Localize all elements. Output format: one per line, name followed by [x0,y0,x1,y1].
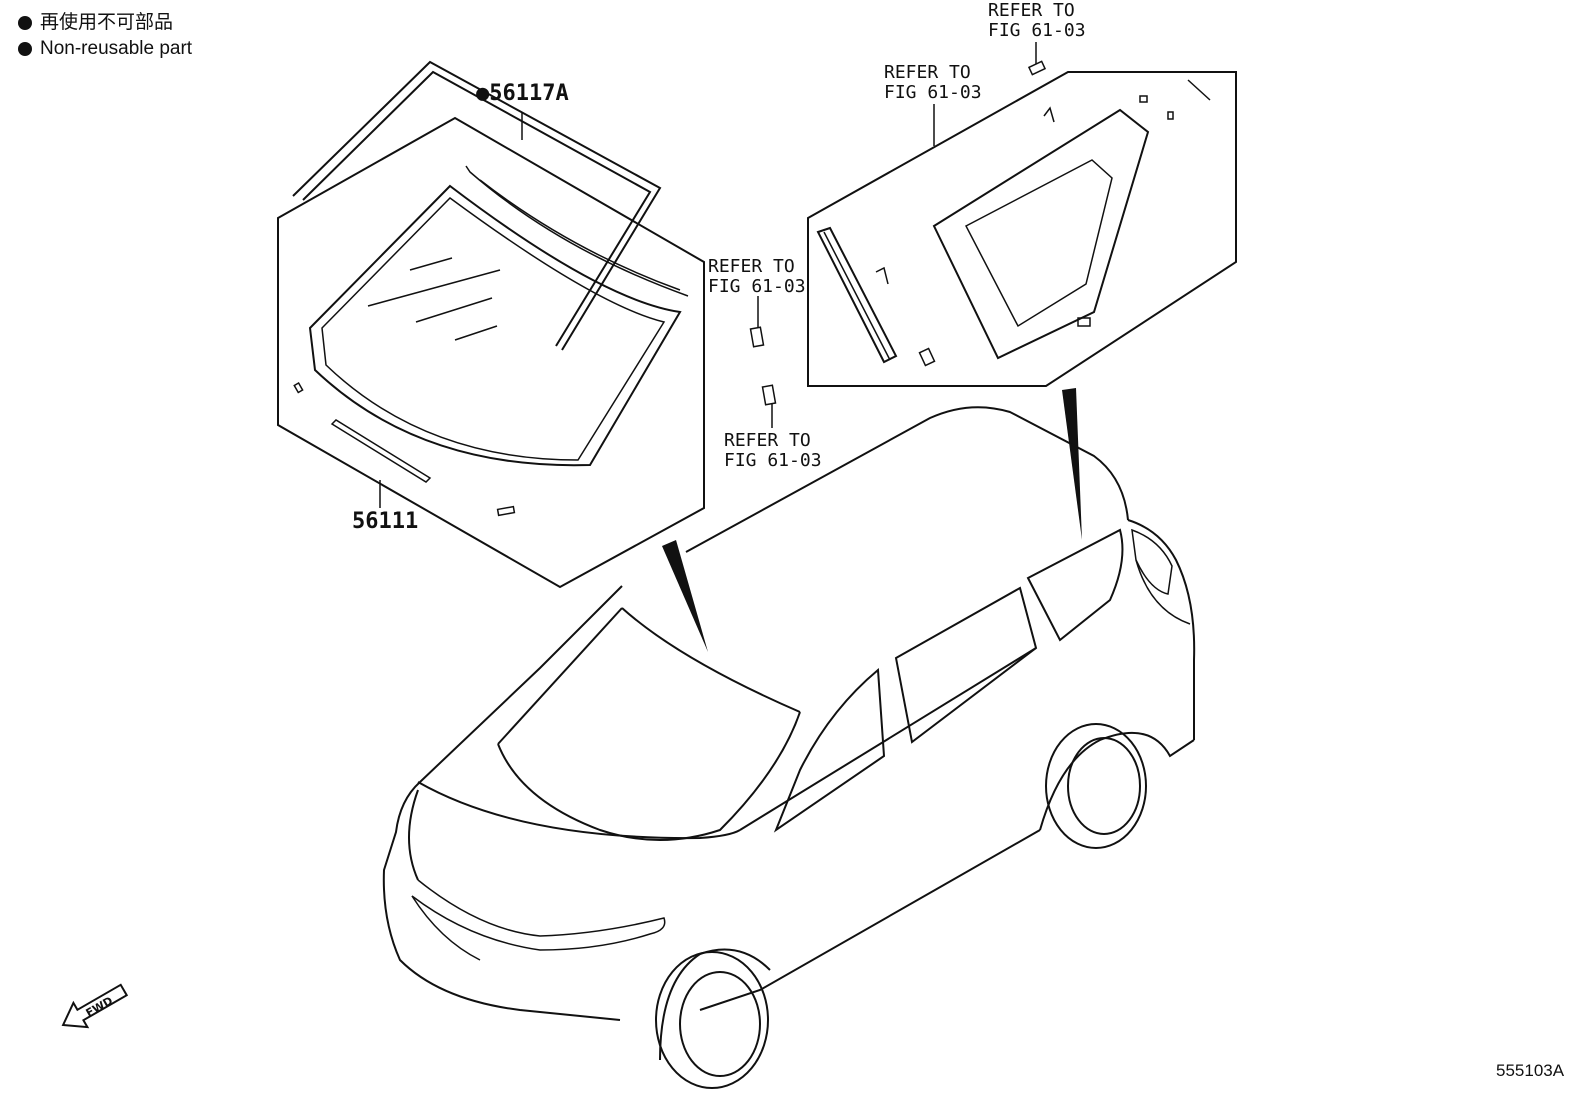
refer-top-line2: FIG 61-03 [988,20,1086,41]
legend-item-ja: 再使用不可部品 [18,10,192,36]
clip [1139,95,1148,103]
a-pillar-left [497,607,623,745]
clip [761,384,777,406]
clip [1077,317,1091,327]
reflection-line [409,257,453,271]
pointer-quarter [1062,388,1082,540]
pillar-trim-line [823,231,891,361]
rear-roof [1127,519,1196,740]
upper-trim-inner [479,179,681,291]
rear-spoiler [1131,528,1173,595]
refer-mid-lower-line2: FIG 61-03 [724,450,822,471]
legend-item-en: Non-reusable part [18,36,192,62]
hood-front [408,789,419,881]
refer-top-line1: REFER TO [988,0,1075,21]
fwd-arrow-icon [61,983,129,1029]
clip [875,266,889,285]
clip [1167,111,1174,120]
roof-line [685,406,1129,553]
pointer-windshield [662,540,708,652]
quarter-glass-outer [932,108,1150,360]
clip [918,347,936,367]
clip [1043,106,1055,123]
clip [293,382,304,394]
part-56111-label: 56111 [352,509,418,534]
reflection-line [454,325,498,341]
pillar-trim [816,226,898,364]
rear-door-window [894,586,1038,744]
windshield-glass-inner [321,197,666,461]
refer-quarter-line1: REFER TO [884,62,971,83]
legend: 再使用不可部品 Non-reusable part [18,10,192,62]
clip [749,326,765,348]
bullet-icon [18,42,32,56]
windshield-bottom [497,711,801,841]
front-wheel-inner [679,971,761,1077]
clip [496,505,516,517]
refer-mid-upper-line2: FIG 61-03 [708,276,806,297]
quarter-glass-inner [964,159,1113,328]
front-wheel-outer [655,951,769,1089]
rear-wheel-outer [1045,723,1147,849]
refer-mid-lower-line1: REFER TO [724,430,811,451]
refer-quarter-line2: FIG 61-03 [884,82,982,103]
bullet-icon [18,16,32,30]
windshield-top-edge [621,607,801,713]
reflection-line [415,297,493,323]
rocker-line [699,829,1041,1011]
windshield-panel-outline [277,116,705,589]
grille-side [411,895,481,961]
clip [1027,60,1047,76]
grille-top [411,879,666,951]
quarter-glass-panel [807,42,1237,387]
middle-clips [749,296,777,428]
rear-wheel-inner [1067,737,1141,835]
hood-line [417,781,741,840]
fwd-arrow: FWD [61,983,129,1029]
windshield-glass-outer [308,184,682,467]
belt-line [739,647,1037,831]
clip-strip [1187,79,1211,101]
front-arch [659,948,771,1061]
lower-strip [330,419,432,483]
legend-text-ja: 再使用不可部品 [40,12,174,33]
quarter-window [1026,528,1124,642]
reflection-line [367,269,501,307]
windshield-panel: ●56117A 56111 [277,60,705,589]
part-56117a-label: ●56117A [476,81,569,106]
molding-strip-outer [292,60,662,351]
rear-arch-top [1039,731,1195,831]
diagram-code: 555103A [1496,1061,1565,1080]
front-left-contour [382,585,623,1021]
refer-mid-upper-line1: REFER TO [708,256,795,277]
tailgate-line [1135,559,1191,625]
vehicle-outline [382,406,1196,1089]
legend-text-en: Non-reusable part [40,38,193,59]
molding-strip-inner [302,70,652,347]
front-door-window [773,667,886,833]
quarter-panel-outline [807,71,1237,387]
